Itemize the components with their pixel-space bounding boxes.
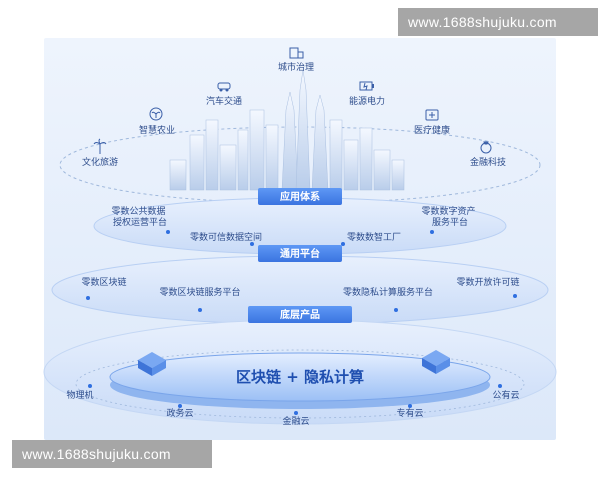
building-icon	[289, 47, 304, 59]
general-item-3: 零数数智工厂	[347, 231, 401, 243]
palm-tree-icon	[93, 138, 107, 154]
general-item-4-line2: 服务平台	[432, 216, 468, 228]
base-dot-2	[198, 308, 202, 312]
core-title: 区块链 + 隐私计算	[236, 368, 364, 386]
general-item-1-line2: 授权运营平台	[113, 216, 167, 228]
medical-kit-icon	[425, 109, 439, 121]
general-item-4: 零数数字资产 服务平台	[422, 205, 479, 228]
top-item-agri: 智慧农业	[139, 107, 175, 136]
core-dot-3	[294, 411, 298, 415]
core-dot-4	[408, 404, 412, 408]
base-dot-1	[86, 296, 90, 300]
top-item-culture: 文化旅游	[82, 138, 118, 168]
top-item-culture-label: 文化旅游	[82, 156, 118, 168]
base-item-1: 零数区块链	[81, 276, 126, 288]
money-bag-icon	[480, 141, 492, 154]
city-skyline	[169, 69, 405, 191]
battery-icon	[359, 81, 374, 91]
pill-application: 应用体系	[258, 188, 342, 205]
core-item-4: 专有云	[396, 407, 423, 419]
top-item-auto-label: 汽车交通	[206, 95, 242, 107]
base-item-3: 零数隐私计算服务平台	[343, 286, 433, 298]
core-dashed-ring	[75, 349, 525, 419]
server-icon-right	[422, 350, 450, 374]
base-dot-4	[513, 294, 517, 298]
top-item-health: 医疗健康	[414, 109, 450, 136]
pill-general-label: 通用平台	[280, 247, 320, 260]
server-icon-left	[138, 352, 166, 376]
top-item-agri-label: 智慧农业	[139, 124, 175, 136]
top-item-health-label: 医疗健康	[414, 124, 450, 136]
general-item-1: 零数公共数据 授权运营平台	[112, 205, 169, 228]
general-item-4-line1: 零数数字资产	[422, 205, 476, 217]
top-item-city: 城市治理	[278, 47, 314, 73]
core-dot-1	[88, 384, 92, 388]
core-item-2: 政务云	[166, 407, 193, 419]
base-dot-3	[394, 308, 398, 312]
top-item-energy-label: 能源电力	[349, 95, 385, 107]
general-item-1-line1: 零数公共数据	[112, 205, 166, 217]
core-dot-5	[498, 384, 502, 388]
top-ring-items: 城市治理 汽车交通 能源电力 智慧农业	[82, 47, 506, 168]
general-dot-1	[166, 230, 170, 234]
core-item-5: 公有云	[492, 389, 519, 401]
general-platform-items: 零数公共数据 授权运营平台 零数可信数据空间 零数数智工厂 零数数字资产 服务平…	[112, 205, 479, 246]
general-item-2: 零数可信数据空间	[190, 231, 262, 243]
core-item-3: 金融云	[282, 415, 309, 427]
base-item-2: 零数区块链服务平台	[159, 286, 240, 298]
top-item-fintech: 金融科技	[470, 141, 506, 168]
core-dot-2	[178, 404, 182, 408]
top-item-fintech-label: 金融科技	[470, 156, 506, 168]
core-disk	[109, 352, 491, 402]
base-item-4: 零数开放许可链	[456, 276, 519, 288]
top-item-city-label: 城市治理	[278, 61, 314, 73]
car-icon	[217, 82, 231, 92]
watermark-top: www.1688shujuku.com	[398, 8, 598, 36]
core-item-1: 物理机	[66, 389, 93, 401]
pill-general: 通用平台	[258, 245, 342, 262]
general-dot-2	[250, 242, 254, 246]
general-dot-3	[341, 242, 345, 246]
top-item-energy: 能源电力	[349, 81, 385, 107]
plant-icon	[149, 107, 163, 121]
watermark-bottom: www.1688shujuku.com	[12, 440, 212, 468]
pill-base: 底层产品	[248, 306, 352, 323]
general-dot-4	[430, 230, 434, 234]
core-items: 物理机 政务云 金融云 专有云 公有云	[66, 384, 520, 427]
top-item-auto: 汽车交通	[206, 82, 242, 107]
base-products-items: 零数区块链 零数区块链服务平台 零数隐私计算服务平台 零数开放许可链	[81, 276, 520, 312]
pill-application-label: 应用体系	[280, 190, 320, 203]
pill-base-label: 底层产品	[280, 308, 320, 321]
